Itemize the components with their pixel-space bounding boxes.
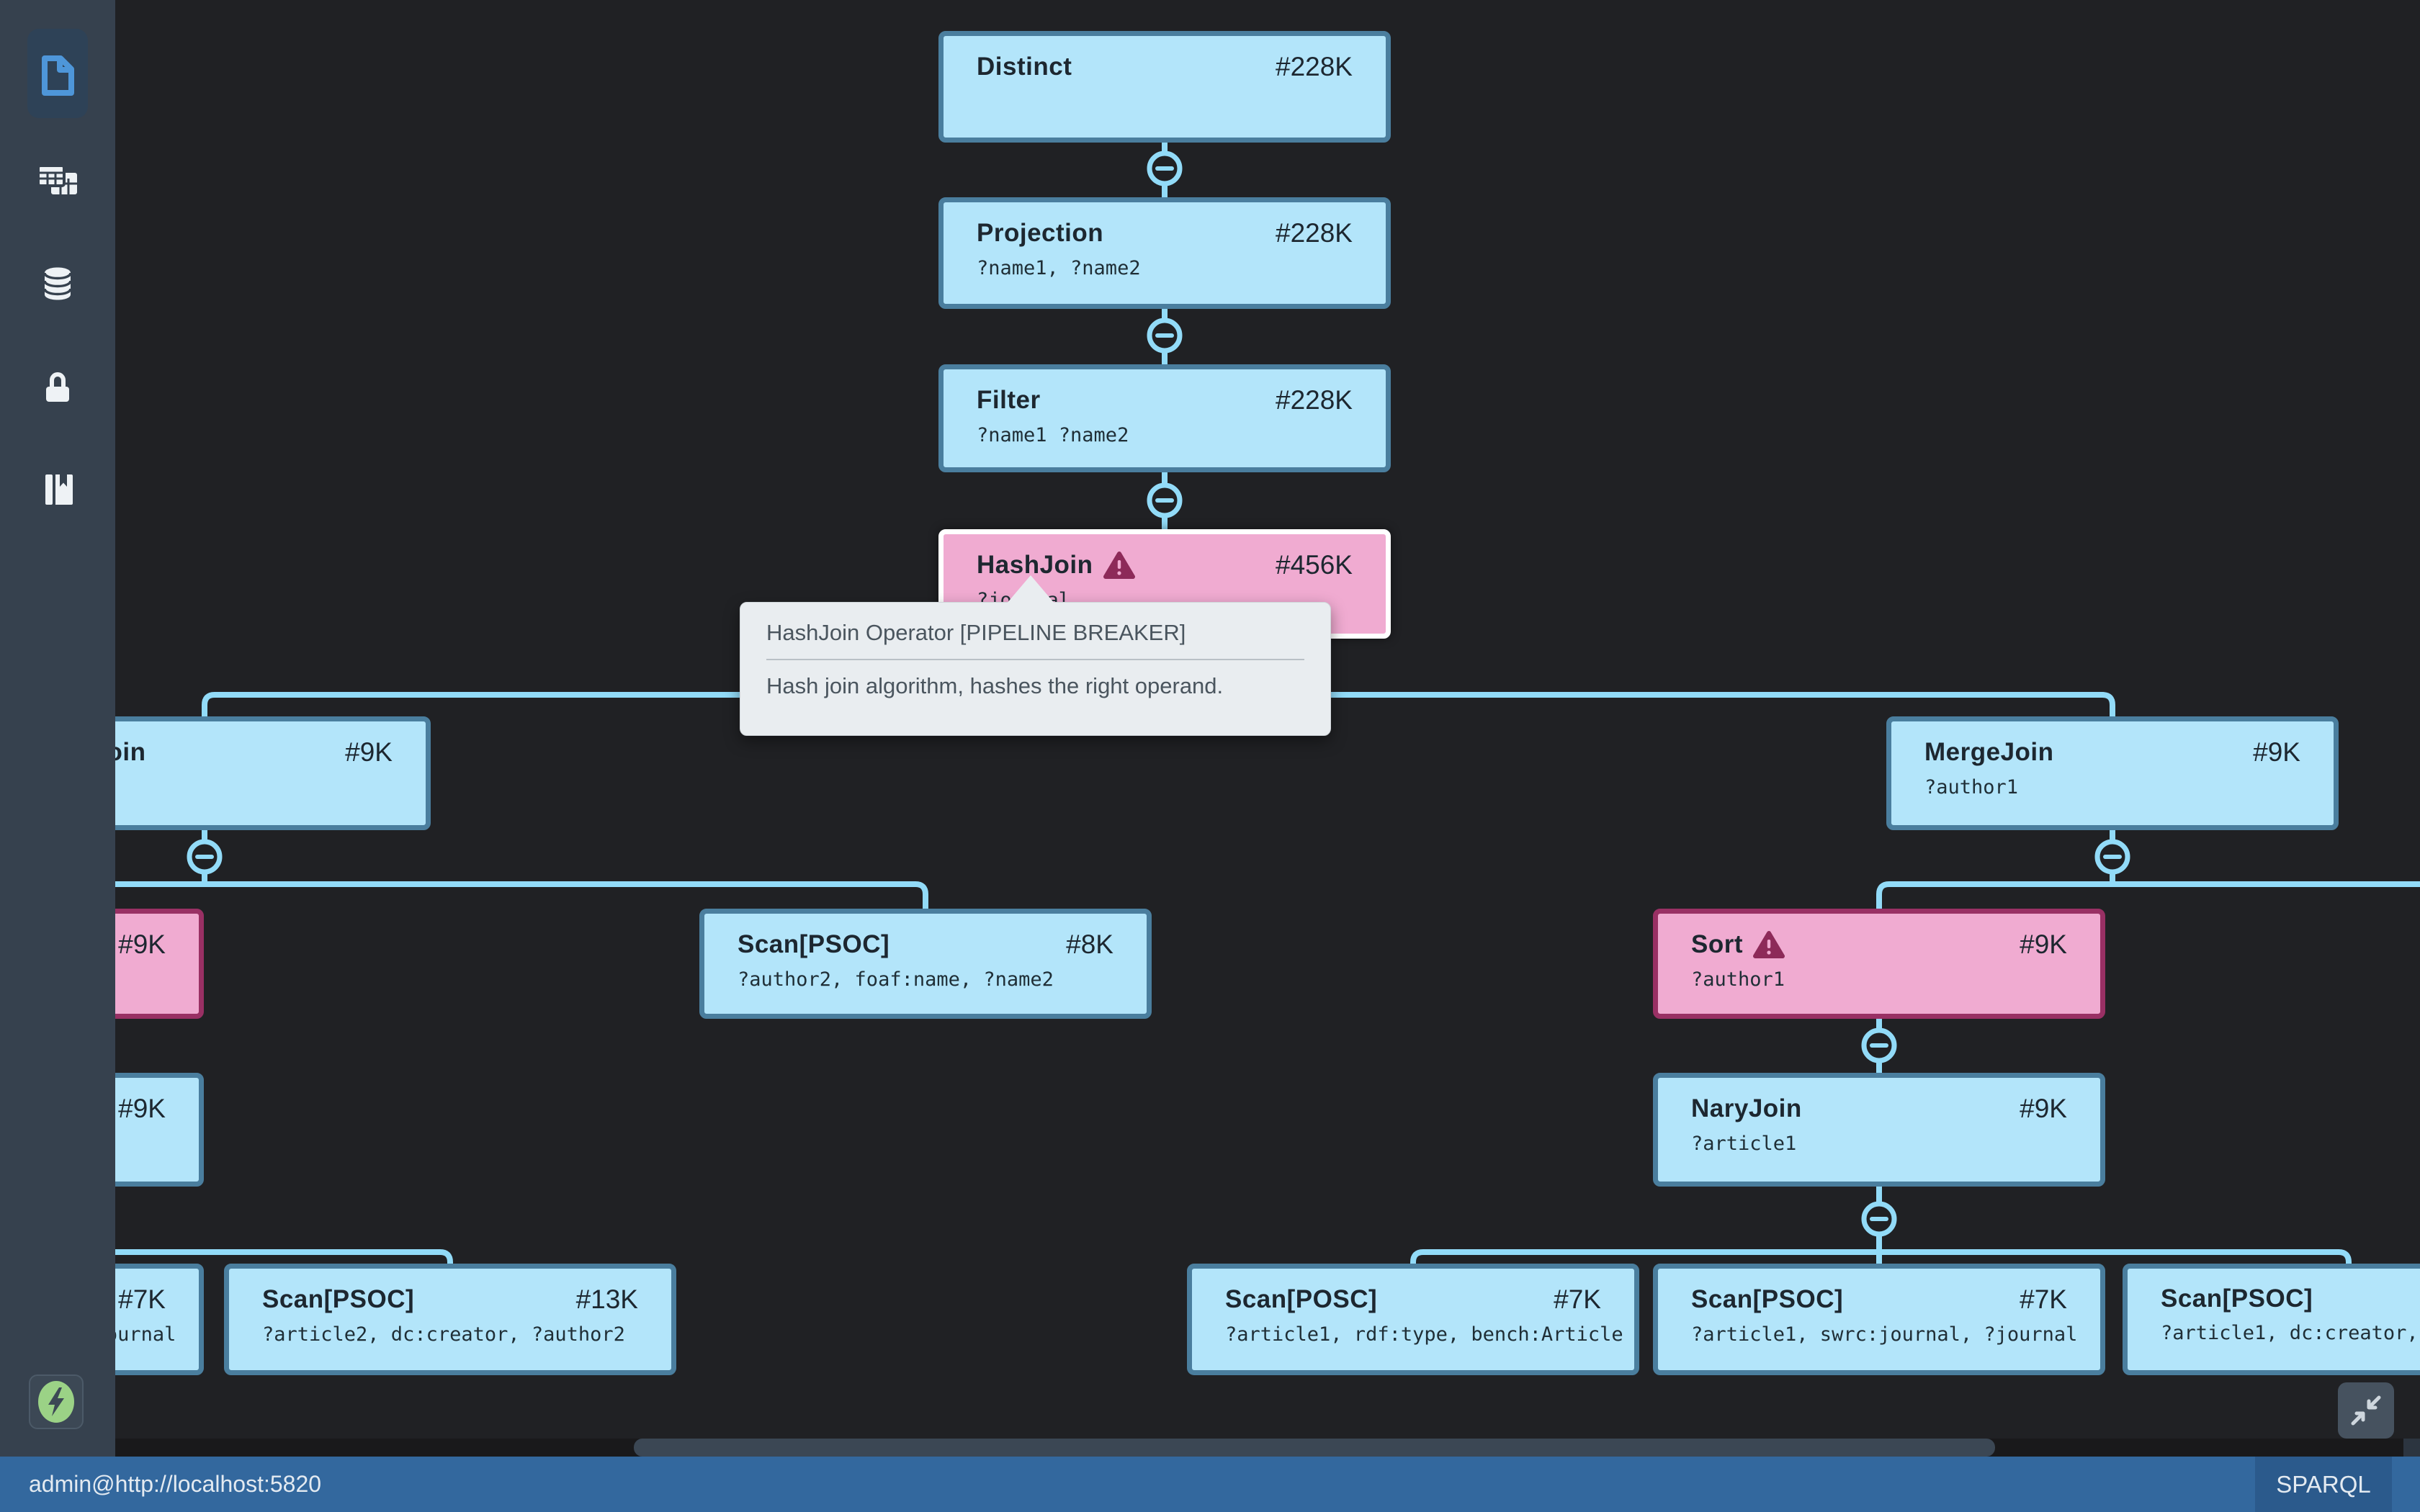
- node-label: Sort: [1691, 930, 1743, 958]
- run-query-button[interactable]: [29, 1374, 84, 1429]
- collapse-toggle[interactable]: [1147, 482, 1183, 518]
- tooltip-divider: [766, 659, 1304, 660]
- warning-icon: [1753, 931, 1785, 958]
- node-variables: ?article2, dc:creator, ?author2: [262, 1323, 625, 1346]
- lightning-icon: [38, 1381, 74, 1423]
- node-cardinality: #228K: [1276, 385, 1353, 415]
- database-icon: [43, 267, 72, 300]
- node-label: Filter: [977, 386, 1041, 414]
- plan-node-distinct[interactable]: Distinct #228K: [938, 31, 1391, 143]
- collapse-toggle[interactable]: [187, 839, 223, 875]
- lock-icon: [46, 372, 69, 402]
- node-label: NaryJoin: [1691, 1094, 1802, 1122]
- node-cardinality: #9K: [2253, 737, 2300, 767]
- operator-tooltip: HashJoin Operator [PIPELINE BREAKER] Has…: [740, 575, 1331, 736]
- collapse-toggle[interactable]: [1147, 318, 1183, 354]
- node-label: Scan[PSOC]: [262, 1285, 415, 1313]
- node-label: MergeJoin: [1924, 738, 2054, 766]
- plan-node-naryjoin[interactable]: NaryJoin #9K ?article1: [1653, 1073, 2105, 1187]
- connection-label: admin@http://localhost:5820: [29, 1471, 322, 1497]
- table-icon: [37, 164, 77, 194]
- node-cardinality: #9K: [118, 930, 166, 959]
- sidebar-item-tables[interactable]: [0, 164, 115, 197]
- node-cardinality: #7K: [1554, 1284, 1601, 1314]
- collapse-arrows-icon: [2351, 1395, 2381, 1426]
- horizontal-scrollbar[interactable]: [115, 1439, 2420, 1457]
- plan-node-scanposc[interactable]: Scan[POSC] #7K ?article1, rdf:type, bench:…: [1187, 1264, 1639, 1375]
- node-cardinality: #9K: [345, 737, 393, 767]
- tooltip-arrow-icon: [1006, 575, 1055, 604]
- sidebar-item-lock[interactable]: [0, 371, 115, 404]
- sidebar-item-file[interactable]: [0, 55, 115, 96]
- scrollbar-corner: [2403, 1439, 2420, 1457]
- collapse-view-button[interactable]: [2338, 1382, 2394, 1439]
- node-label: Projection: [977, 219, 1104, 247]
- sidebar-item-database[interactable]: [0, 266, 115, 301]
- node-cardinality: #13K: [575, 1284, 638, 1314]
- node-variables: ?article1, swrc:journal, ?journal: [1691, 1323, 2078, 1346]
- node-variables: ?author1: [1691, 968, 1785, 991]
- plan-node-scan7kmid[interactable]: Scan[PSOC] #7K ?article1, swrc:journal, ?j…: [1653, 1264, 2105, 1375]
- warning-icon: [1103, 552, 1135, 579]
- plan-node-scan13k[interactable]: Scan[PSOC] #13K ?article2, dc:creator, ?au…: [224, 1264, 676, 1375]
- node-label: Scan[PSOC]: [2161, 1284, 2313, 1313]
- file-icon: [42, 55, 74, 96]
- node-variables: ?article1: [1691, 1133, 1797, 1155]
- node-cardinality: #9K: [2020, 930, 2067, 959]
- status-bar: admin@http://localhost:5820 SPARQL: [0, 1457, 2420, 1512]
- tooltip-body: Hash join algorithm, hashes the right op…: [766, 673, 1224, 698]
- node-variables: ?name1 ?name2: [977, 424, 1129, 446]
- node-cardinality: #228K: [1276, 218, 1353, 248]
- node-variables: ?author2, foaf:name, ?name2: [738, 968, 1054, 991]
- node-label: Scan[POSC]: [1225, 1285, 1378, 1313]
- node-cardinality: #7K: [2020, 1284, 2067, 1314]
- sidebar: [0, 0, 115, 1457]
- plan-node-sort[interactable]: Sort #9K ?author1: [1653, 909, 2105, 1019]
- plan-node-projection[interactable]: Projection #228K ?name1, ?name2: [938, 197, 1391, 309]
- sidebar-active-tile: [27, 29, 88, 118]
- collapse-toggle[interactable]: [1861, 1027, 1897, 1063]
- plan-node-scan8k[interactable]: Scan[PSOC] #8K ?author2, foaf:name, ?name2: [699, 909, 1152, 1019]
- node-cardinality: #228K: [1276, 52, 1353, 81]
- node-variables: ?article1, dc:creator, ?author1: [2161, 1322, 2420, 1344]
- plan-node-filter[interactable]: Filter #228K ?name1 ?name2: [938, 364, 1391, 472]
- node-cardinality: #8K: [1066, 930, 1113, 959]
- collapse-toggle[interactable]: [1861, 1201, 1897, 1237]
- node-label: HashJoin: [977, 551, 1093, 579]
- tooltip-title: HashJoin Operator [PIPELINE BREAKER]: [766, 620, 1186, 645]
- language-badge[interactable]: SPARQL: [2255, 1457, 2392, 1512]
- collapse-toggle[interactable]: [1147, 150, 1183, 186]
- plan-node-scanright[interactable]: Scan[PSOC] ?article1, dc:creator, ?author…: [2123, 1264, 2420, 1375]
- node-cardinality: #9K: [2020, 1094, 2067, 1123]
- plan-node-mergejoin[interactable]: MergeJoin #9K ?author1: [1886, 716, 2339, 830]
- node-variables: ?article1, rdf:type, bench:Article: [1225, 1323, 1623, 1346]
- node-label: Distinct: [977, 53, 1072, 81]
- collapse-toggle[interactable]: [2094, 839, 2130, 875]
- sidebar-item-book[interactable]: [0, 472, 115, 507]
- horizontal-scrollbar-thumb[interactable]: [634, 1439, 1995, 1457]
- node-label: Scan[PSOC]: [1691, 1285, 1844, 1313]
- node-variables: ?author1: [1924, 776, 2019, 798]
- book-icon: [45, 474, 73, 505]
- node-cardinality: #7K: [118, 1284, 166, 1314]
- node-cardinality: #9K: [118, 1094, 166, 1123]
- node-cardinality: #456K: [1276, 550, 1353, 580]
- node-variables: ?name1, ?name2: [977, 257, 1141, 279]
- node-label: Scan[PSOC]: [738, 930, 890, 958]
